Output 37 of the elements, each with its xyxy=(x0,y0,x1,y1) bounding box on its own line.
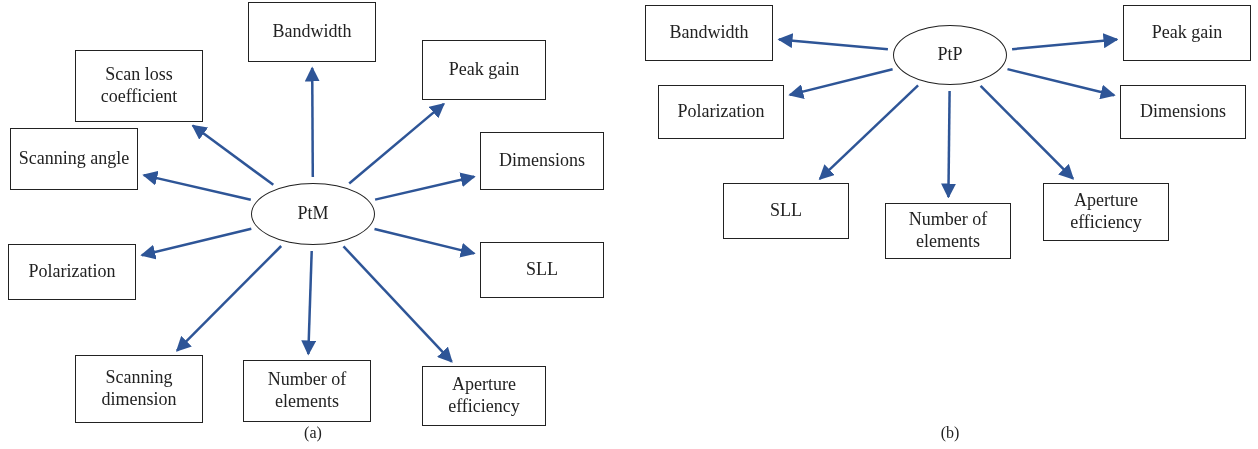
parameter-box: Peak gain xyxy=(1123,5,1251,61)
arrow xyxy=(941,91,957,199)
center-ellipse: PtM xyxy=(251,183,375,245)
arrow xyxy=(979,84,1075,180)
arrow xyxy=(140,227,252,260)
arrow xyxy=(374,172,476,201)
arrow xyxy=(304,66,320,177)
parameter-box: Dimensions xyxy=(1120,85,1246,139)
parameter-box: Aperture efficiency xyxy=(1043,183,1169,241)
parameter-box: Peak gain xyxy=(422,40,546,100)
arrow xyxy=(191,124,275,186)
arrow xyxy=(788,68,893,99)
arrow xyxy=(342,245,453,363)
arrow xyxy=(1012,33,1119,51)
parameter-box: Bandwidth xyxy=(248,2,376,62)
parameter-box: Polarization xyxy=(8,244,136,300)
arrow xyxy=(1007,67,1116,100)
parameter-box: Dimensions xyxy=(480,132,604,190)
panel-label: (b) xyxy=(940,424,960,442)
arrow xyxy=(301,250,317,356)
center-ellipse: PtP xyxy=(893,25,1007,85)
parameter-box: Number of elements xyxy=(243,360,371,422)
parameter-box: SLL xyxy=(723,183,849,239)
arrow xyxy=(374,227,476,258)
parameter-box: Scan loss coefficient xyxy=(75,50,203,122)
parameter-box: Number of elements xyxy=(885,203,1011,259)
arrow xyxy=(142,170,252,201)
parameter-box: Scanning angle xyxy=(10,128,138,190)
parameter-box: Bandwidth xyxy=(645,5,773,61)
arrow xyxy=(175,245,283,352)
arrow xyxy=(818,84,919,180)
parameter-box: Aperture efficiency xyxy=(422,366,546,426)
parameter-box: Polarization xyxy=(658,85,784,139)
parameter-box: Scanning dimension xyxy=(75,355,203,423)
parameter-box: SLL xyxy=(480,242,604,298)
arrow xyxy=(348,102,445,185)
arrow xyxy=(777,33,888,51)
